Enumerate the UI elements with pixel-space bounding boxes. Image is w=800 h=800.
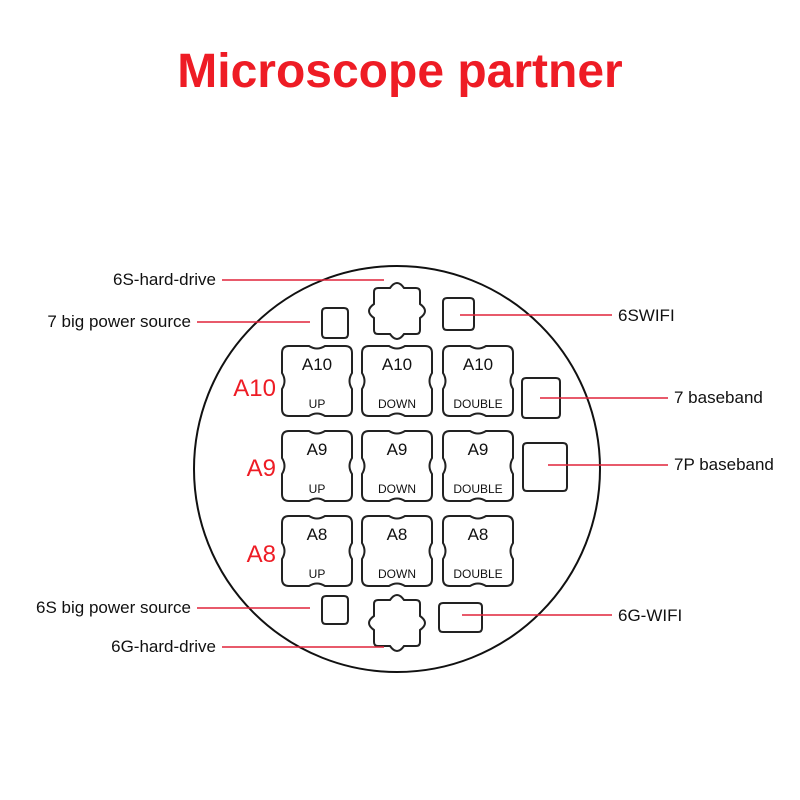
cpu-socket-variant: DOWN <box>378 482 416 496</box>
cpu-socket-variant: DOUBLE <box>453 482 502 496</box>
label-6s-hard-drive: 6S-hard-drive <box>113 270 216 289</box>
hard-drive-socket-bottom <box>368 594 426 652</box>
cpu-socket-outline <box>442 515 514 587</box>
label-7-big-power-source: 7 big power source <box>47 312 191 331</box>
cpu-socket-outline <box>281 345 353 417</box>
cpu-socket-outline <box>442 430 514 502</box>
label-6s-big-power-source: 6S big power source <box>36 598 191 617</box>
cpu-socket-variant: UP <box>309 567 326 581</box>
page-title: Microscope partner <box>177 45 623 98</box>
cpu-socket-name: A9 <box>387 440 408 459</box>
cpu-socket-name: A8 <box>307 525 328 544</box>
cpu-socket-outline <box>281 515 353 587</box>
cpu-socket-outline <box>281 430 353 502</box>
wifi-socket-bottom <box>438 602 483 633</box>
row-label: A9 <box>247 455 276 482</box>
cpu-socket-name: A10 <box>382 355 412 374</box>
cpu-socket-variant: UP <box>309 397 326 411</box>
power-socket-bottom <box>321 595 349 625</box>
row-label: A8 <box>247 541 276 568</box>
baseband-socket-7p <box>522 442 568 492</box>
cpu-socket-name: A10 <box>463 355 493 374</box>
label-7-baseband: 7 baseband <box>674 388 763 407</box>
cpu-socket-variant: UP <box>309 482 326 496</box>
cpu-socket-variant: DOUBLE <box>453 397 502 411</box>
callout-lines <box>197 279 668 648</box>
cpu-socket-variant: DOWN <box>378 397 416 411</box>
cpu-socket-variant: DOUBLE <box>453 567 502 581</box>
cpu-socket-outline <box>361 345 433 417</box>
cpu-socket-name: A10 <box>302 355 332 374</box>
cpu-socket-name: A8 <box>387 525 408 544</box>
hard-drive-socket-top <box>368 282 426 340</box>
cpu-socket-name: A9 <box>307 440 328 459</box>
cpu-socket-outline <box>361 515 433 587</box>
cpu-socket-outline <box>361 430 433 502</box>
label-7p-baseband: 7P baseband <box>674 455 774 474</box>
cpu-socket-name: A9 <box>468 440 489 459</box>
cpu-socket-name: A8 <box>468 525 489 544</box>
cpu-socket-variant: DOWN <box>378 567 416 581</box>
label-6g-wifi: 6G-WIFI <box>618 606 682 625</box>
cpu-chip-grid: A10A10UPA10DOWNA10DOUBLEA9A9UPA9DOWNA9DO… <box>233 345 514 587</box>
power-socket-top <box>321 307 349 339</box>
wifi-socket-top <box>442 297 475 331</box>
label-6g-hard-drive: 6G-hard-drive <box>111 637 216 656</box>
row-label: A10 <box>233 375 276 402</box>
cpu-socket-outline <box>442 345 514 417</box>
label-6swifi: 6SWIFI <box>618 306 675 325</box>
